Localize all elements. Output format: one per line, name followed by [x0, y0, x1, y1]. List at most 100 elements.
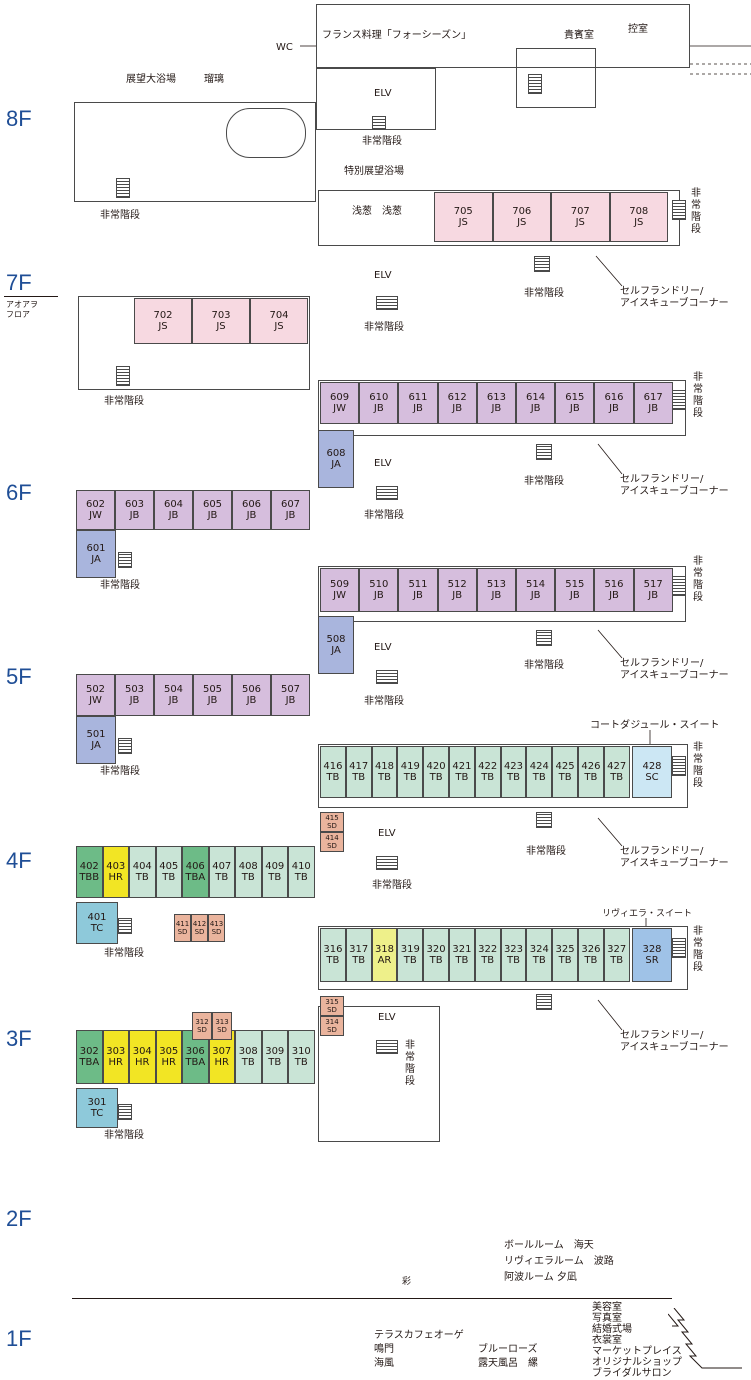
room-type: TB: [294, 872, 308, 883]
room-number: 513: [486, 579, 506, 590]
room-type: TB: [326, 955, 340, 966]
floor-label-3f: 3F: [6, 1026, 32, 1051]
room-number: 420: [426, 761, 446, 772]
stairs-icon: [536, 812, 552, 828]
room-number: 607: [280, 499, 301, 510]
stairs-icon: [118, 738, 132, 754]
room-type: JB: [246, 510, 257, 521]
ruri-bath: [226, 108, 306, 158]
room-type: TB: [294, 1057, 308, 1068]
room-number: 504: [163, 684, 184, 695]
aya-label: 彩: [402, 1277, 412, 1287]
room-type: SD: [327, 1006, 337, 1014]
room-type: JB: [491, 590, 502, 601]
room-number: 327: [607, 944, 627, 955]
room-number: 603: [124, 499, 145, 510]
room-number: 517: [643, 579, 663, 590]
stairs-icon: [672, 938, 686, 958]
room-type: SD: [194, 928, 205, 936]
room-type: TB: [558, 955, 572, 966]
room-number: 321: [452, 944, 472, 955]
room-type: TB: [162, 872, 176, 883]
room-type: TB: [241, 1057, 255, 1068]
room-number: 305: [159, 1046, 179, 1057]
floor-label-1f: 1F: [6, 1326, 32, 1351]
room-type: TB: [584, 955, 598, 966]
room-number: 703: [211, 310, 231, 321]
stairs-icon: [116, 178, 130, 198]
floor-label-6f: 6F: [6, 480, 32, 505]
suite-label: リヴィエラ・スイート: [602, 909, 693, 919]
laundry-label: セルフランドリー/ アイスキューブコーナー: [620, 474, 729, 497]
room-type: JB: [285, 510, 296, 521]
room-type: TB: [558, 772, 572, 783]
floor-label-7f: 7F: [6, 270, 32, 295]
room-number: 422: [478, 761, 498, 772]
room-type: JB: [452, 403, 463, 414]
room-type: JS: [634, 217, 644, 228]
emergency-stairs-label: 非常階段: [693, 372, 703, 419]
room-type: JW: [89, 695, 102, 706]
room-type: SR: [645, 955, 659, 966]
room-number: 509: [330, 579, 350, 590]
room-number: 605: [202, 499, 223, 510]
floor-label-8f: 8F: [6, 106, 32, 131]
room-number: 428: [642, 761, 662, 772]
room-number: 702: [153, 310, 173, 321]
room-number: 708: [629, 206, 649, 217]
stairs-icon: [536, 444, 552, 460]
stairs-icon: [118, 1104, 132, 1120]
room-type: TC: [90, 1108, 104, 1119]
room-number: 316: [323, 944, 343, 955]
room-type: JA: [91, 554, 101, 565]
room-number: 303: [106, 1046, 126, 1057]
stairs-icon: [372, 116, 386, 130]
room-number: 403: [106, 861, 126, 872]
room-number: 302: [79, 1046, 99, 1057]
room-number: 516: [604, 579, 624, 590]
room-type: JS: [458, 217, 468, 228]
bath-label: 展望大浴場: [126, 74, 176, 85]
room-type: JB: [373, 590, 384, 601]
room-type: TB: [378, 772, 391, 783]
room-number: 315: [325, 998, 339, 1006]
room-number: 609: [330, 392, 350, 403]
room-number: 416: [323, 761, 343, 772]
room-number: 417: [349, 761, 369, 772]
emergency-stairs-label: 非常階段: [364, 322, 404, 333]
emergency-stairs-label: 非常階段: [364, 510, 404, 521]
room-type: JS: [216, 321, 226, 332]
room-type: JB: [207, 510, 218, 521]
room-number: 601: [86, 543, 106, 554]
french-restaurant-label: フランス料理「フォーシーズン」: [322, 30, 472, 41]
naruto-label: 鳴門: [374, 1344, 394, 1355]
asagi-label: 浅葱: [382, 206, 402, 217]
room-type: HR: [108, 1057, 123, 1068]
room-type: TB: [268, 1057, 282, 1068]
room-type: JB: [168, 510, 179, 521]
stairs-icon: [672, 576, 686, 596]
room-type: TB: [135, 872, 149, 883]
elv-label: ELV: [378, 828, 396, 839]
